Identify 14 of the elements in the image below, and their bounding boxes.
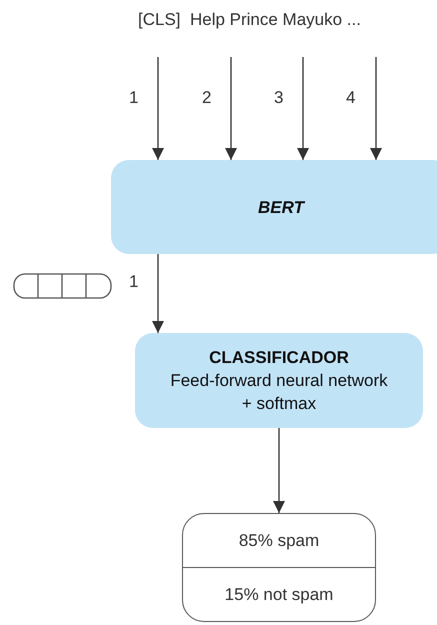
arrow — [152, 254, 164, 333]
process-box — [111, 160, 437, 254]
arrow — [225, 57, 237, 160]
arrow — [370, 57, 382, 160]
box-title: CLASSIFICADOR — [209, 347, 349, 369]
arrow — [273, 428, 285, 513]
box-title: BERT — [258, 196, 304, 218]
arrow — [152, 57, 164, 160]
output-value: 15% not spam — [183, 567, 375, 621]
process-box — [135, 333, 423, 428]
arrow — [297, 57, 309, 160]
output-value: 85% spam — [238, 530, 320, 552]
output-box — [182, 513, 376, 622]
box-description: Feed-forward neural network + softmax — [169, 370, 389, 415]
